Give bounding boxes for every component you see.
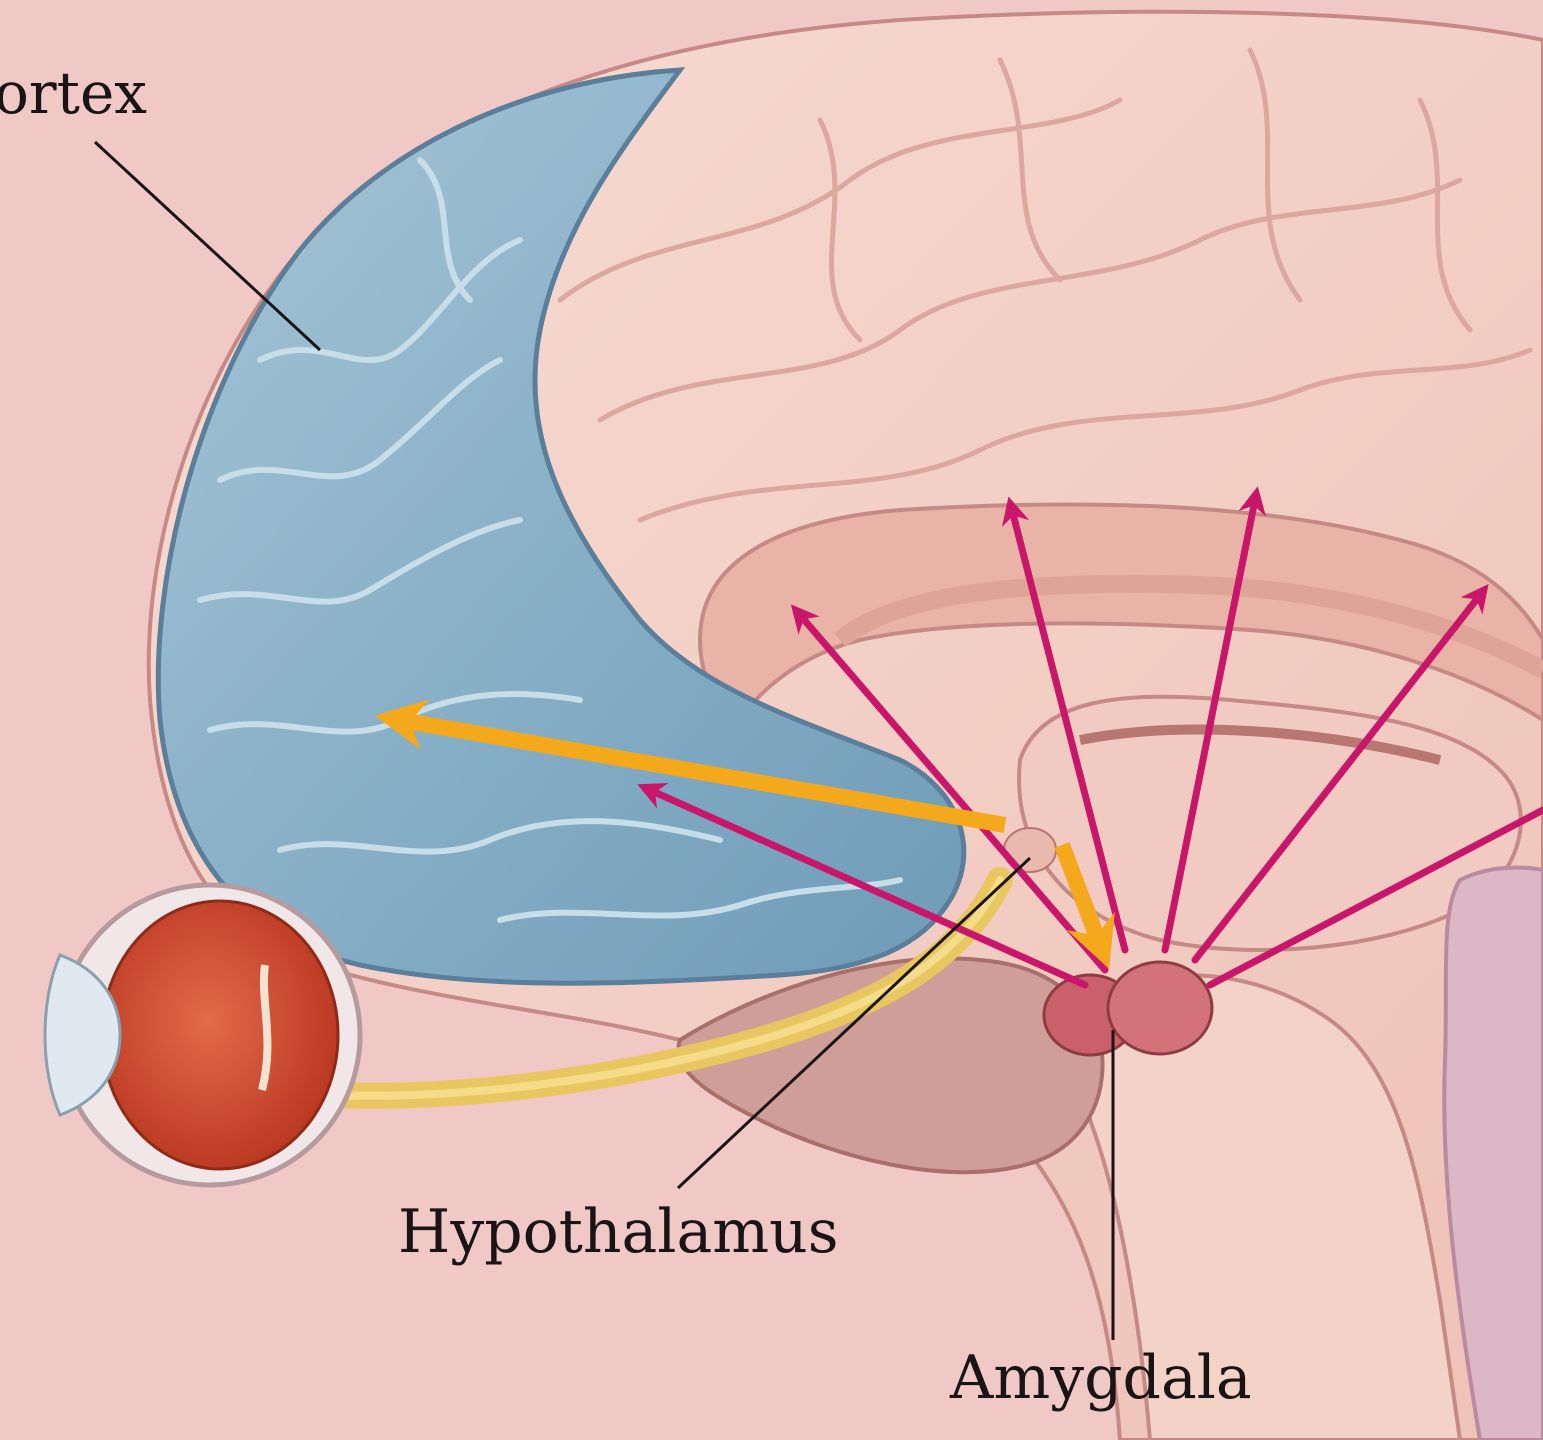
cortex-leader — [95, 142, 320, 350]
eye-icon — [45, 885, 360, 1185]
cortex-label: ortex — [0, 64, 147, 122]
amygdala-label: Amygdala — [950, 1348, 1252, 1408]
hypothalamus-label: Hypothalamus — [398, 1202, 839, 1262]
